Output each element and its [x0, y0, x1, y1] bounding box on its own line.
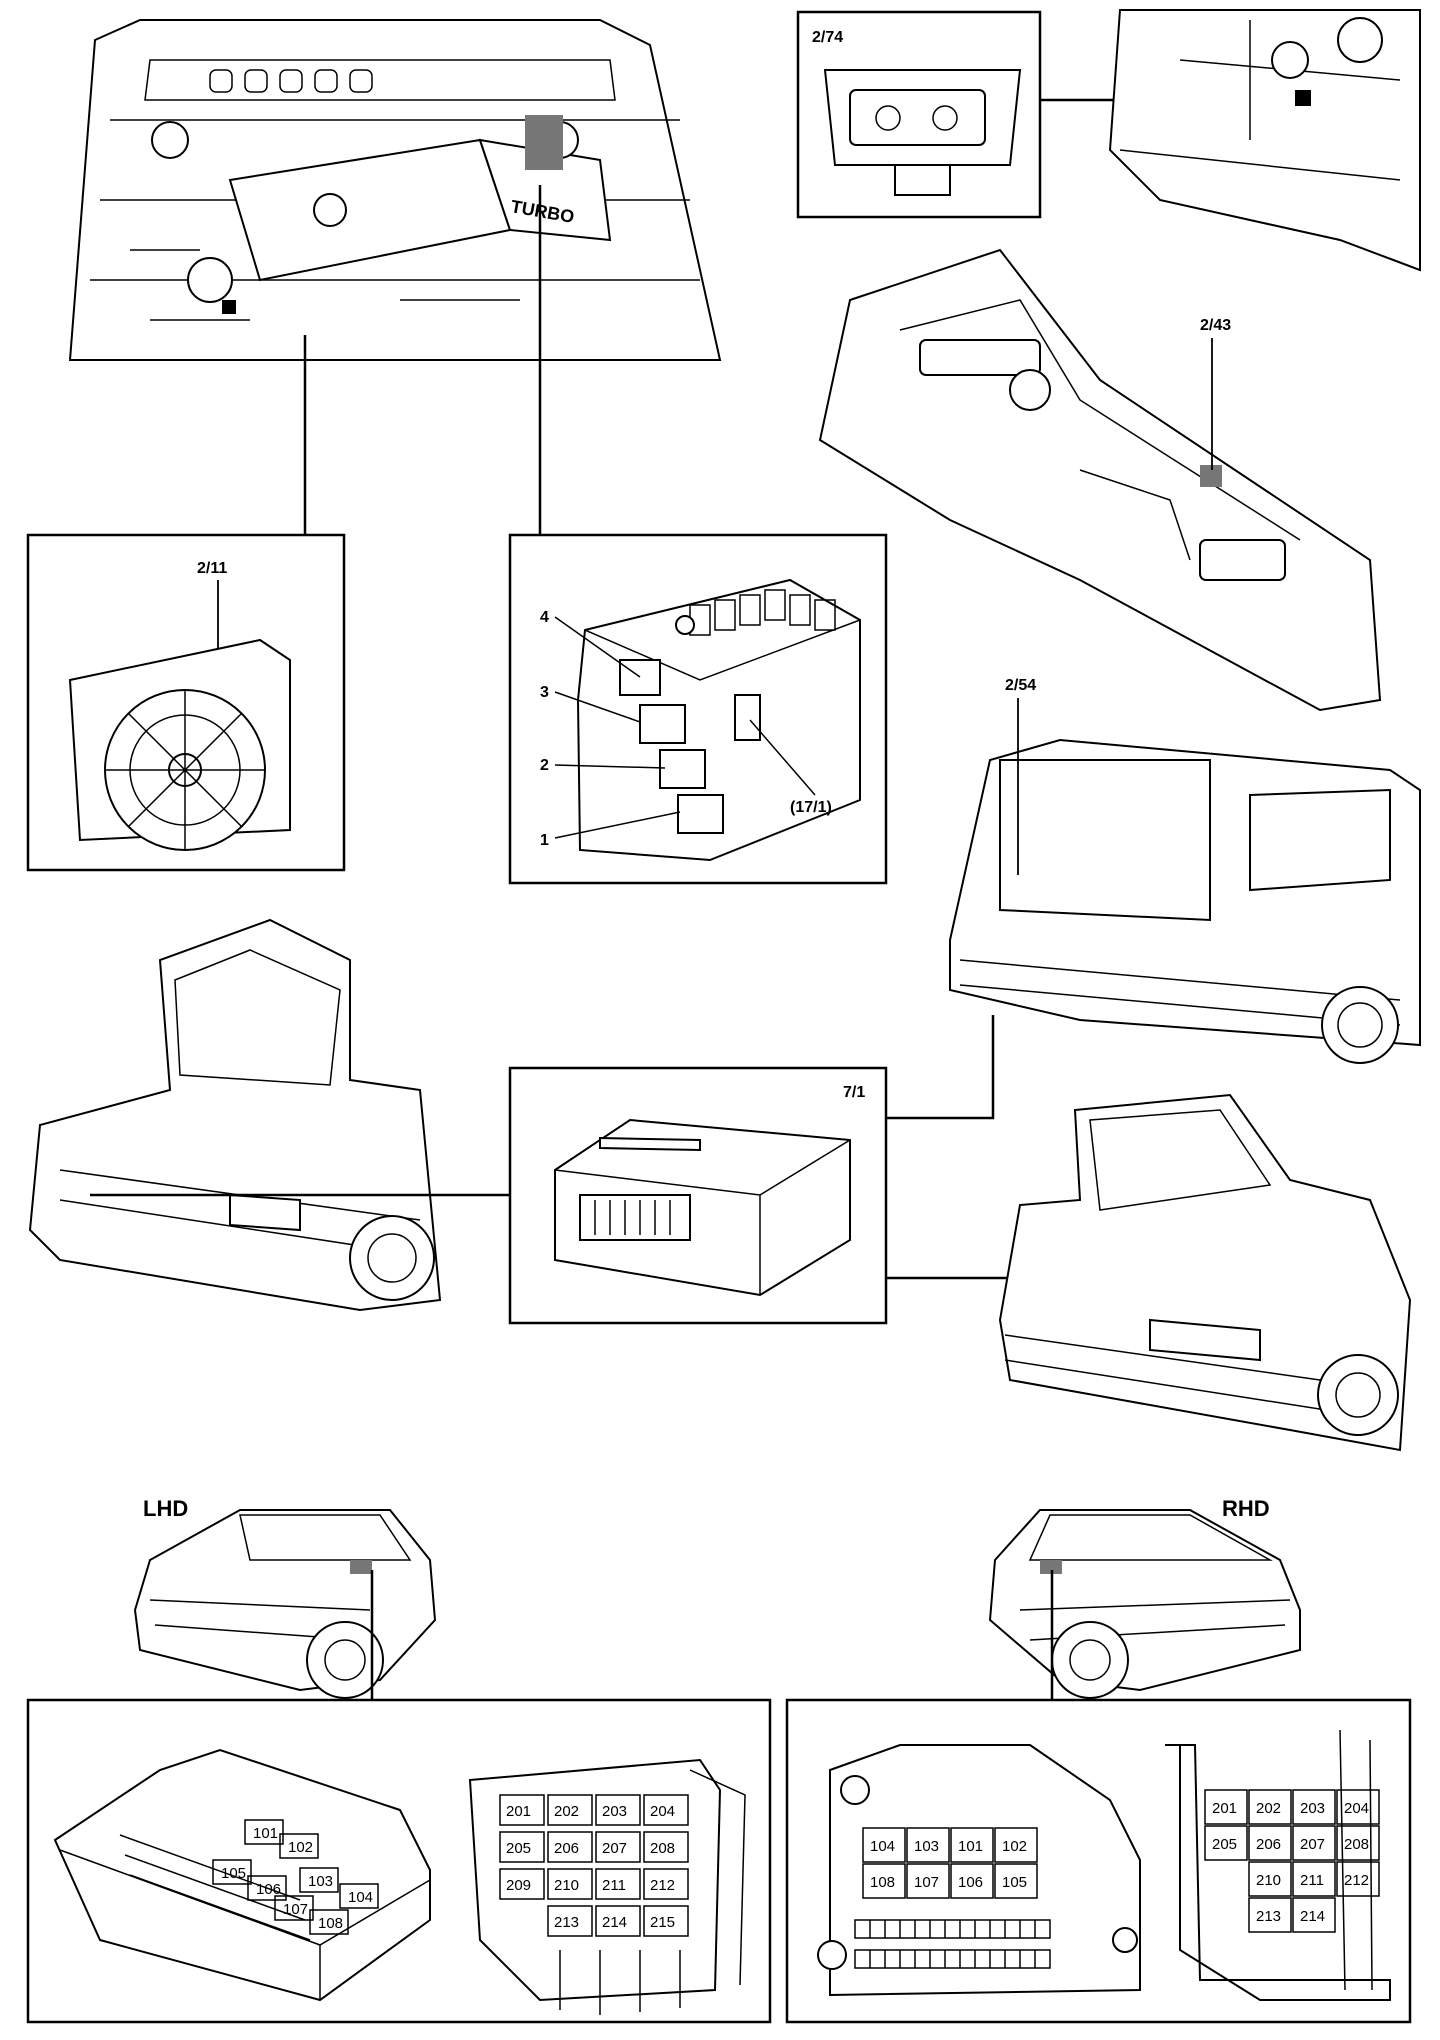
lhd-main-fuse-grid: 101 102 103 104 105 106 107 108 — [212, 1819, 379, 1935]
fuse-label: 102 — [288, 1839, 313, 1856]
lhd-fuse-panel: 101 102 103 104 105 106 107 108 — [26, 1698, 772, 2024]
connector-211-panel: 2/11 — [26, 533, 346, 872]
module-71-label: 7/1 — [843, 1084, 865, 1101]
fuse-label: 209 — [506, 1877, 531, 1894]
fuse-label: 107 — [914, 1874, 939, 1891]
engine-bay-right-illustration — [1108, 9, 1421, 272]
estate-rear-illustration — [949, 738, 1421, 1064]
fuse-label: 105 — [1002, 1874, 1027, 1891]
fuse-label: 203 — [602, 1803, 627, 1820]
fuse-label: 103 — [308, 1873, 333, 1890]
sedan-trunk-left-illustration — [28, 918, 442, 1312]
rhd-label: RHD — [1222, 1496, 1270, 1521]
fuse-label: 107 — [283, 1901, 308, 1918]
rhd-fuse-strips — [854, 1919, 1051, 1969]
fuse-label: 211 — [602, 1877, 626, 1894]
fuse-label: 105 — [221, 1865, 246, 1882]
fuse-label: 201 — [1212, 1800, 1237, 1817]
fuse-label: 201 — [506, 1803, 531, 1820]
module-71-panel: 7/1 — [508, 1066, 888, 1325]
fuse-label: 108 — [870, 1874, 895, 1891]
center-console-illustration — [818, 248, 1382, 712]
fuse-label: 215 — [650, 1914, 675, 1931]
fuse-label: 207 — [1300, 1836, 1325, 1853]
fuse-label: 213 — [554, 1914, 579, 1931]
fuse-label: 213 — [1256, 1908, 1281, 1925]
fuse-label: 206 — [554, 1840, 579, 1857]
fuse-label: 101 — [253, 1825, 278, 1842]
fuse-label: 208 — [650, 1840, 675, 1857]
fuse-label: 206 — [1256, 1836, 1281, 1853]
fuse-label: 104 — [870, 1838, 895, 1855]
fuse-label: 205 — [506, 1840, 531, 1857]
lhd-car-illustration — [133, 1509, 437, 1699]
connector-marker-211 — [222, 300, 236, 314]
fuse-label: 203 — [1300, 1800, 1325, 1817]
connector-marker-relay-box — [525, 115, 563, 170]
fuse-label: 212 — [650, 1877, 675, 1894]
fuse-label: 210 — [1256, 1872, 1281, 1889]
fuse-slots — [689, 589, 836, 636]
connector-254-label: 2/54 — [1005, 677, 1036, 694]
relay-box-panel: 4 3 2 1 (17/1) — [508, 533, 888, 885]
fuse-label: 214 — [1300, 1908, 1325, 1925]
fuse-label: 202 — [1256, 1800, 1281, 1817]
fuse-label: 202 — [554, 1803, 579, 1820]
lhd-label: LHD — [143, 1496, 188, 1521]
fuse-label: 205 — [1212, 1836, 1237, 1853]
rhd-car-illustration — [988, 1509, 1301, 1699]
connector-marker-243 — [1200, 465, 1222, 487]
fuse-label: 214 — [602, 1914, 627, 1931]
relay-2-label: 2 — [540, 757, 549, 774]
rhd-main-fuse-grid: 104 103 101 102 108 107 106 105 — [862, 1827, 1038, 1899]
fuse-label: 108 — [318, 1915, 343, 1932]
fuse-label: 210 — [554, 1877, 579, 1894]
fuse-label: 204 — [1344, 1800, 1369, 1817]
lhd-aux-fuse-grid: 201 202 203 204 205 206 207 208 209 210 … — [499, 1794, 689, 1937]
engine-bay-illustration: TURBO — [68, 19, 722, 361]
relay-1-label: 1 — [540, 832, 549, 849]
relay-171-label: (17/1) — [790, 799, 832, 816]
connector-274-panel: 2/74 — [796, 10, 1042, 219]
relay-3-label: 3 — [540, 684, 549, 701]
connector-274-label: 2/74 — [812, 29, 843, 46]
sedan-trunk-right-illustration — [998, 1093, 1412, 1452]
relay-4-label: 4 — [540, 609, 549, 626]
fuse-label: 207 — [602, 1840, 627, 1857]
fuse-label: 204 — [650, 1803, 675, 1820]
rhd-aux-fuse-grid: 201 202 203 204 205 206 207 208 210 211 … — [1204, 1789, 1380, 1933]
connector-211-label: 2/11 — [197, 560, 227, 577]
engine-vents — [209, 69, 373, 93]
connector-243-label: 2/43 — [1200, 317, 1231, 334]
fuse-label: 103 — [914, 1838, 939, 1855]
fuse-label: 212 — [1344, 1872, 1369, 1889]
fuse-label: 106 — [958, 1874, 983, 1891]
fuse-label: 102 — [1002, 1838, 1027, 1855]
fuse-label: 101 — [958, 1838, 983, 1855]
fuse-label: 211 — [1300, 1872, 1324, 1889]
rhd-fuse-panel: 104 103 101 102 108 107 106 105 — [785, 1698, 1412, 2024]
fuse-label: 106 — [256, 1881, 281, 1898]
connector-marker-274 — [1295, 90, 1311, 106]
fuse-label: 208 — [1344, 1836, 1369, 1853]
fuse-label: 104 — [348, 1889, 373, 1906]
